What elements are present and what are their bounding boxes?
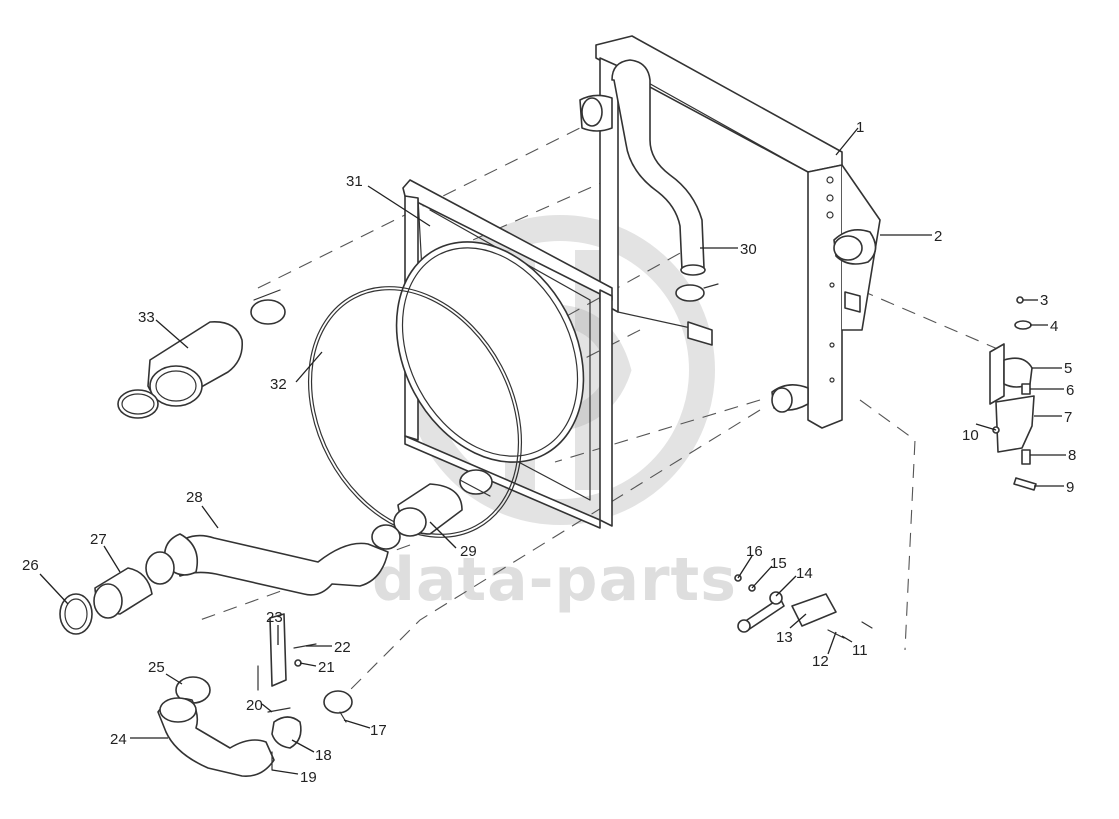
callout-23: 23 bbox=[266, 609, 283, 626]
callout-22: 22 bbox=[334, 639, 351, 656]
callout-31: 31 bbox=[346, 173, 363, 190]
callout-1: 1 bbox=[856, 119, 864, 136]
callout-32: 32 bbox=[270, 376, 287, 393]
callout-11: 11 bbox=[852, 642, 868, 659]
callout-16: 16 bbox=[746, 543, 763, 560]
callout-5: 5 bbox=[1064, 360, 1072, 377]
callout-27: 27 bbox=[90, 531, 107, 548]
radiator-core bbox=[579, 35, 881, 429]
callout-21: 21 bbox=[318, 659, 335, 676]
callout-15: 15 bbox=[770, 555, 787, 572]
callout-10: 10 bbox=[962, 427, 979, 444]
callout-33: 33 bbox=[138, 309, 155, 326]
mount-bracket-set bbox=[989, 296, 1037, 491]
seal-ring bbox=[307, 286, 523, 538]
callout-30: 30 bbox=[740, 241, 757, 258]
callout-2: 2 bbox=[934, 228, 942, 245]
callout-3: 3 bbox=[1040, 292, 1048, 309]
callout-7: 7 bbox=[1064, 409, 1072, 426]
watermark-text: data-parts bbox=[372, 545, 737, 615]
callout-14: 14 bbox=[796, 565, 813, 582]
callout-28: 28 bbox=[186, 489, 203, 506]
callout-labels: 1 2 3 4 5 6 7 8 9 10 11 12 13 14 15 16 1… bbox=[22, 119, 1076, 786]
callout-24: 24 bbox=[110, 731, 127, 748]
callout-8: 8 bbox=[1068, 447, 1076, 464]
callout-19: 19 bbox=[300, 769, 317, 786]
upper-hose bbox=[611, 59, 719, 302]
callout-13: 13 bbox=[776, 629, 793, 646]
callout-17: 17 bbox=[370, 722, 387, 739]
leader-lines bbox=[39, 127, 1066, 775]
callout-12: 12 bbox=[812, 653, 829, 670]
callout-25: 25 bbox=[148, 659, 165, 676]
upper-pipe bbox=[117, 289, 286, 419]
callout-20: 20 bbox=[246, 697, 263, 714]
callout-9: 9 bbox=[1066, 479, 1074, 496]
callout-29: 29 bbox=[460, 543, 477, 560]
callout-18: 18 bbox=[315, 747, 332, 764]
callout-26: 26 bbox=[22, 557, 39, 574]
callout-6: 6 bbox=[1066, 382, 1074, 399]
callout-4: 4 bbox=[1050, 318, 1058, 335]
lower-hose-assembly bbox=[59, 483, 463, 635]
